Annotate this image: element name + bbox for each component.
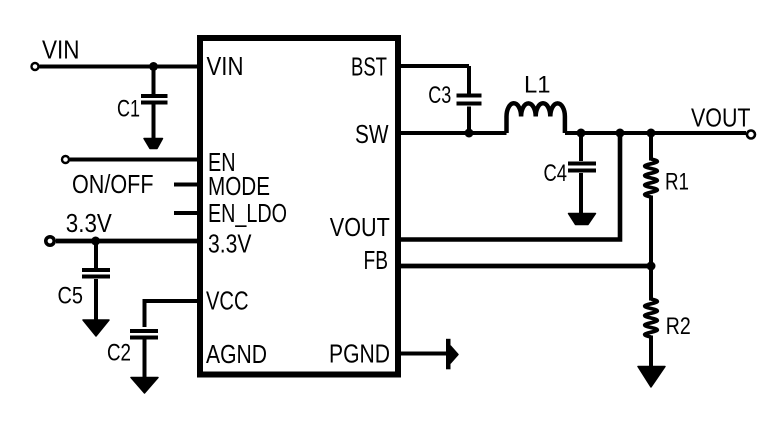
svg-text:VIN: VIN <box>42 35 80 65</box>
svg-text:MODE: MODE <box>208 171 270 201</box>
svg-text:EN_LDO: EN_LDO <box>208 198 287 228</box>
svg-text:C5: C5 <box>58 283 84 310</box>
svg-text:EN: EN <box>208 147 236 177</box>
svg-text:SW: SW <box>355 119 389 149</box>
svg-text:VCC: VCC <box>206 286 249 316</box>
svg-text:VOUT: VOUT <box>691 103 751 133</box>
svg-text:FB: FB <box>364 245 389 275</box>
svg-text:AGND: AGND <box>206 339 267 369</box>
svg-text:ON/OFF: ON/OFF <box>72 169 154 199</box>
svg-text:L1: L1 <box>524 72 551 99</box>
svg-text:R2: R2 <box>666 313 691 340</box>
svg-text:VOUT: VOUT <box>330 212 390 242</box>
svg-text:R1: R1 <box>665 169 689 196</box>
svg-text:C2: C2 <box>107 340 131 367</box>
svg-text:3.3V: 3.3V <box>66 208 113 238</box>
svg-text:3.3V: 3.3V <box>208 229 252 259</box>
svg-text:PGND: PGND <box>329 339 390 369</box>
svg-text:C3: C3 <box>428 82 451 109</box>
svg-text:C4: C4 <box>544 160 568 187</box>
svg-text:C1: C1 <box>117 96 140 123</box>
svg-text:BST: BST <box>351 52 387 82</box>
svg-text:VIN: VIN <box>207 51 244 81</box>
